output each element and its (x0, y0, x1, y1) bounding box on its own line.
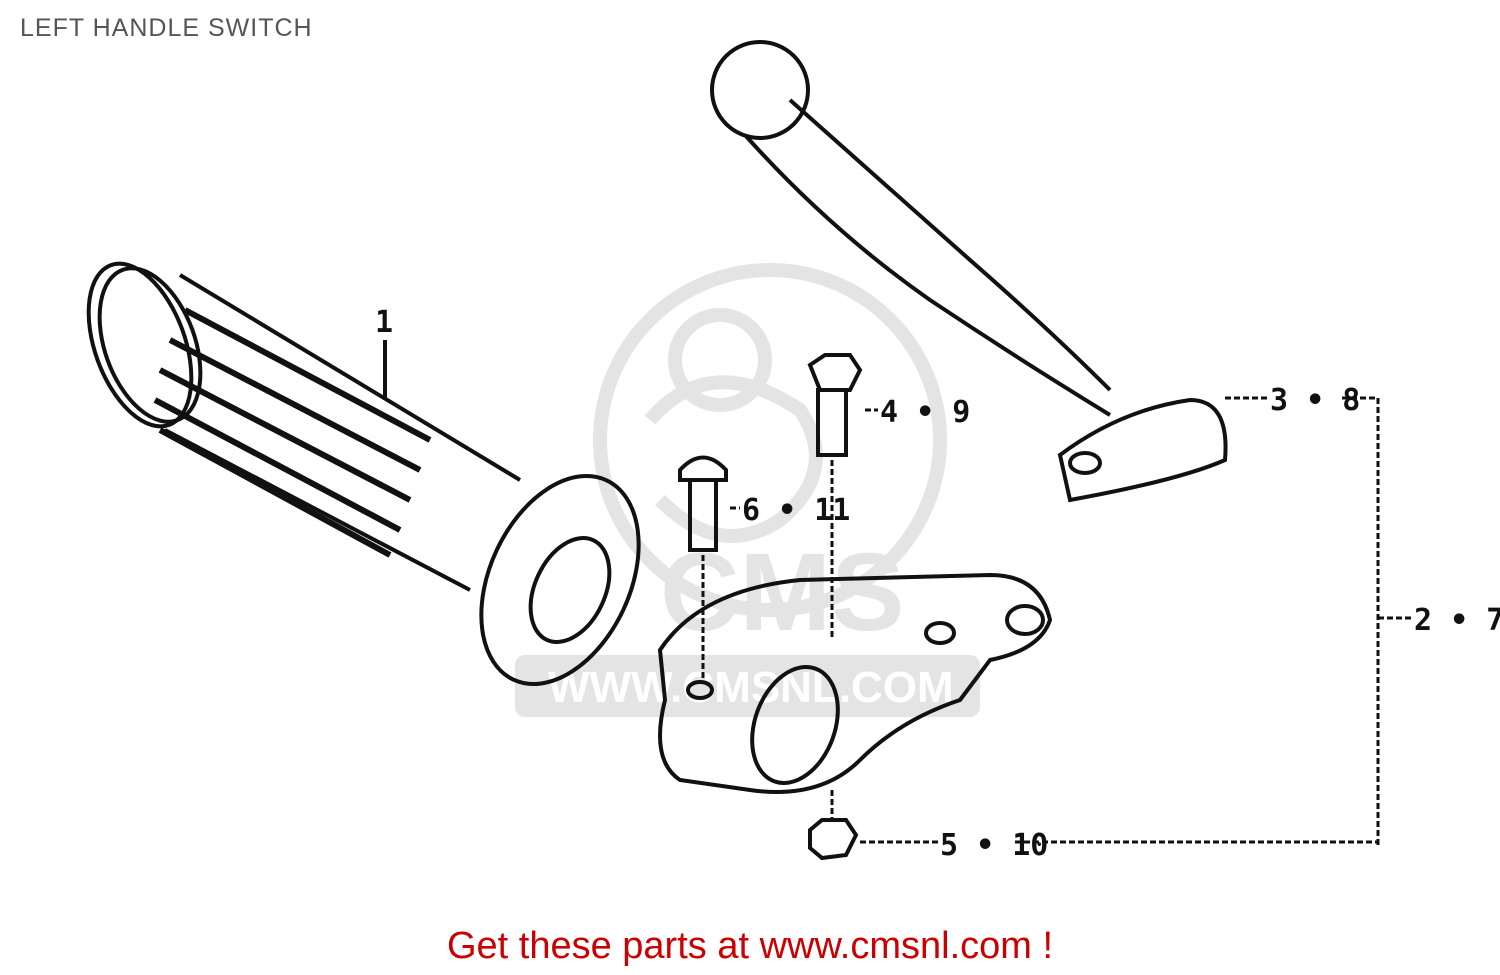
pivot-bolt (807, 353, 863, 457)
watermark-url-bar (515, 655, 980, 717)
page-title: LEFT HANDLE SWITCH (20, 14, 313, 42)
leader-lines (701, 396, 1412, 845)
cms-watermark (593, 263, 947, 617)
watermark-url: WWW.CMSNL.COM (548, 663, 954, 712)
callout-part-5-10: 5 • 10 (940, 828, 1048, 863)
callout-part-6-11: 6 • 11 (742, 493, 850, 528)
footer-link[interactable]: Get these parts at www.cmsnl.com ! (446, 925, 1054, 967)
handlebar-grip (86, 261, 641, 686)
holder-screw (678, 455, 728, 552)
callout-part-4-9: 4 • 9 (880, 395, 970, 430)
callout-part-3-8: 3 • 8 (1270, 383, 1360, 418)
clutch-lever (710, 40, 1228, 503)
callout-part-1: 1 (375, 305, 393, 340)
lock-nut (808, 818, 859, 861)
lever-holder (657, 572, 1053, 794)
callout-part-2-7: 2 • 7 (1414, 603, 1500, 638)
